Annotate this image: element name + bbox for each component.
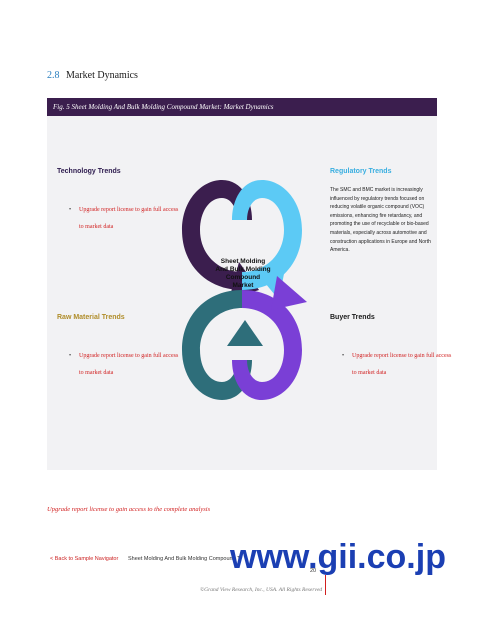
technology-bullet-text: Upgrade report license to gain full acce… <box>79 207 179 230</box>
raw-material-bullet-text: Upgrade report license to gain full acce… <box>79 353 179 376</box>
figure-caption: Fig. 5 Sheet Molding And Bulk Molding Co… <box>47 98 437 116</box>
bullet-dot-icon: • <box>342 353 345 359</box>
back-to-navigator-link[interactable]: < Back to Sample Navigator <box>50 556 119 562</box>
technology-trends-bullet: • Upgrade report license to gain full ac… <box>69 202 179 236</box>
bullet-dot-icon: • <box>69 207 72 213</box>
technology-trends-title: Technology Trends <box>57 168 121 175</box>
footer-copyright: ©Grand View Research, Inc., USA. All Rig… <box>200 587 323 593</box>
buyer-bullet-text: Upgrade report license to gain full acce… <box>352 353 452 376</box>
market-dynamics-diagram <box>182 180 307 400</box>
raw-material-trends-title: Raw Material Trends <box>57 314 125 321</box>
buyer-arrowhead-icon <box>271 276 307 310</box>
raw-material-loop-arrow <box>182 290 252 400</box>
buyer-loop-arrow <box>232 290 302 400</box>
figure-panel: Fig. 5 Sheet Molding And Bulk Molding Co… <box>47 98 451 470</box>
footer-report-title: Sheet Molding And Bulk Molding Compound … <box>128 556 241 562</box>
technology-loop-arrow <box>182 180 252 290</box>
buyer-trends-bullet: • Upgrade report license to gain full ac… <box>342 348 452 382</box>
footer-page-number: 20 <box>310 568 317 574</box>
section-number: 2.8 <box>47 70 60 81</box>
buyer-trends-title: Buyer Trends <box>330 314 375 321</box>
regulatory-trends-text: The SMC and BMC market is increasingly i… <box>330 187 431 254</box>
page-marker-line <box>325 575 326 595</box>
raw-material-trends-bullet: • Upgrade report license to gain full ac… <box>69 348 179 382</box>
regulatory-trends-title: Regulatory Trends <box>330 168 392 175</box>
upgrade-analysis-link[interactable]: Upgrade report license to gain access to… <box>47 506 211 513</box>
diagram-center-label: Sheet Molding And Bulk Molding Compound … <box>215 258 271 289</box>
gii-watermark: www.gii.co.jp <box>230 538 446 576</box>
section-heading: 2.8 Market Dynamics <box>47 70 138 81</box>
raw-material-arrowhead-icon <box>227 320 263 346</box>
section-title: Market Dynamics <box>66 70 138 81</box>
bullet-dot-icon: • <box>69 353 72 359</box>
